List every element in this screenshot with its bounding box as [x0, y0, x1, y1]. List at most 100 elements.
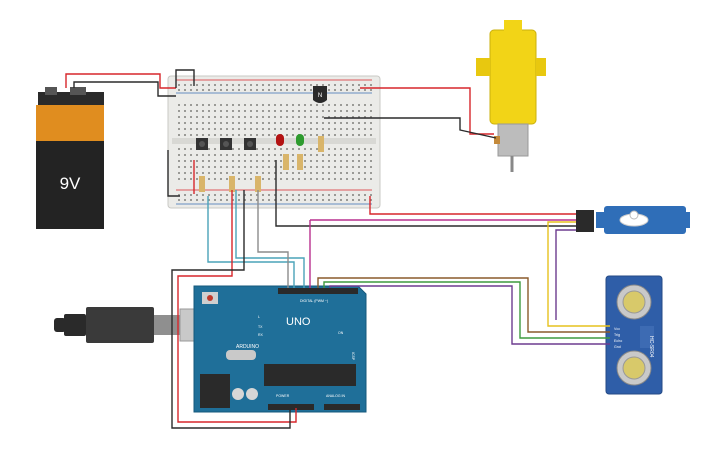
breadboard-hole [370, 166, 372, 168]
breadboard-hole [244, 199, 246, 201]
breadboard-hole [214, 178, 216, 180]
breadboard-hole [346, 154, 348, 156]
breadboard-hole [202, 128, 204, 130]
breadboard-hole [244, 134, 246, 136]
breadboard-hole [358, 154, 360, 156]
breadboard-hole [184, 134, 186, 136]
breadboard-hole [352, 148, 354, 150]
breadboard-hole [196, 110, 198, 112]
breadboard-hole [322, 128, 324, 130]
breadboard-hole [226, 134, 228, 136]
breadboard-hole [304, 199, 306, 201]
breadboard-hole [286, 128, 288, 130]
breadboard-hole [328, 148, 330, 150]
breadboard-hole [346, 160, 348, 162]
breadboard-hole [322, 172, 324, 174]
breadboard-hole [268, 194, 270, 196]
breadboard-hole [196, 166, 198, 168]
breadboard-hole [346, 166, 348, 168]
breadboard-hole [346, 122, 348, 124]
breadboard-hole [220, 128, 222, 130]
breadboard-hole [250, 116, 252, 118]
breadboard-hole [196, 104, 198, 106]
breadboard-hole [280, 194, 282, 196]
breadboard-hole [292, 194, 294, 196]
breadboard-hole [238, 116, 240, 118]
breadboard-hole [208, 172, 210, 174]
breadboard-hole [256, 122, 258, 124]
breadboard-hole [244, 110, 246, 112]
breadboard-hole [298, 104, 300, 106]
breadboard-hole [316, 104, 318, 106]
breadboard-hole [214, 104, 216, 106]
breadboard-hole [190, 128, 192, 130]
breadboard-hole [190, 178, 192, 180]
breadboard-hole [292, 178, 294, 180]
breadboard-hole [178, 110, 180, 112]
breadboard-hole [340, 110, 342, 112]
breadboard-hole [280, 148, 282, 150]
breadboard-hole [256, 172, 258, 174]
breadboard-hole [340, 178, 342, 180]
breadboard-hole [274, 148, 276, 150]
breadboard-hole [292, 89, 294, 91]
breadboard-hole [316, 134, 318, 136]
breadboard-hole [226, 89, 228, 91]
breadboard-hole [262, 160, 264, 162]
breadboard-hole [226, 122, 228, 124]
breadboard-hole [316, 116, 318, 118]
breadboard-hole [310, 199, 312, 201]
breadboard-hole [286, 148, 288, 150]
breadboard-hole [346, 116, 348, 118]
breadboard-hole [202, 110, 204, 112]
breadboard-hole [256, 166, 258, 168]
breadboard-hole [190, 148, 192, 150]
breadboard-hole [364, 154, 366, 156]
breadboard-hole [220, 172, 222, 174]
breadboard-hole [358, 116, 360, 118]
breadboard-hole [232, 122, 234, 124]
breadboard-hole [340, 148, 342, 150]
arduino-on-label: ON [338, 331, 344, 335]
breadboard-hole [190, 110, 192, 112]
breadboard-hole [310, 194, 312, 196]
breadboard-hole [352, 194, 354, 196]
breadboard-hole [262, 134, 264, 136]
breadboard-hole [190, 172, 192, 174]
breadboard-hole [292, 148, 294, 150]
breadboard-hole [274, 89, 276, 91]
breadboard-hole [214, 160, 216, 162]
breadboard-hole [244, 89, 246, 91]
breadboard-hole [214, 199, 216, 201]
breadboard-hole [286, 172, 288, 174]
breadboard-hole [190, 122, 192, 124]
breadboard-hole [304, 154, 306, 156]
breadboard-hole [250, 178, 252, 180]
breadboard-hole [316, 166, 318, 168]
breadboard-hole [208, 89, 210, 91]
breadboard-hole [298, 122, 300, 124]
breadboard-hole [184, 84, 186, 86]
breadboard-hole [220, 199, 222, 201]
breadboard-hole [328, 199, 330, 201]
breadboard-hole [262, 194, 264, 196]
breadboard-hole [310, 89, 312, 91]
breadboard-hole [268, 89, 270, 91]
breadboard-hole [214, 110, 216, 112]
breadboard-hole [274, 172, 276, 174]
breadboard-hole [250, 84, 252, 86]
breadboard-hole [334, 89, 336, 91]
breadboard-hole [358, 160, 360, 162]
breadboard-hole [184, 122, 186, 124]
breadboard-hole [178, 199, 180, 201]
breadboard-hole [208, 116, 210, 118]
breadboard-hole [262, 104, 264, 106]
breadboard-hole [208, 128, 210, 130]
breadboard-hole [370, 154, 372, 156]
breadboard-hole [304, 116, 306, 118]
breadboard-hole [178, 154, 180, 156]
breadboard-hole [370, 172, 372, 174]
breadboard-hole [250, 122, 252, 124]
breadboard-hole [292, 160, 294, 162]
breadboard-hole [208, 84, 210, 86]
